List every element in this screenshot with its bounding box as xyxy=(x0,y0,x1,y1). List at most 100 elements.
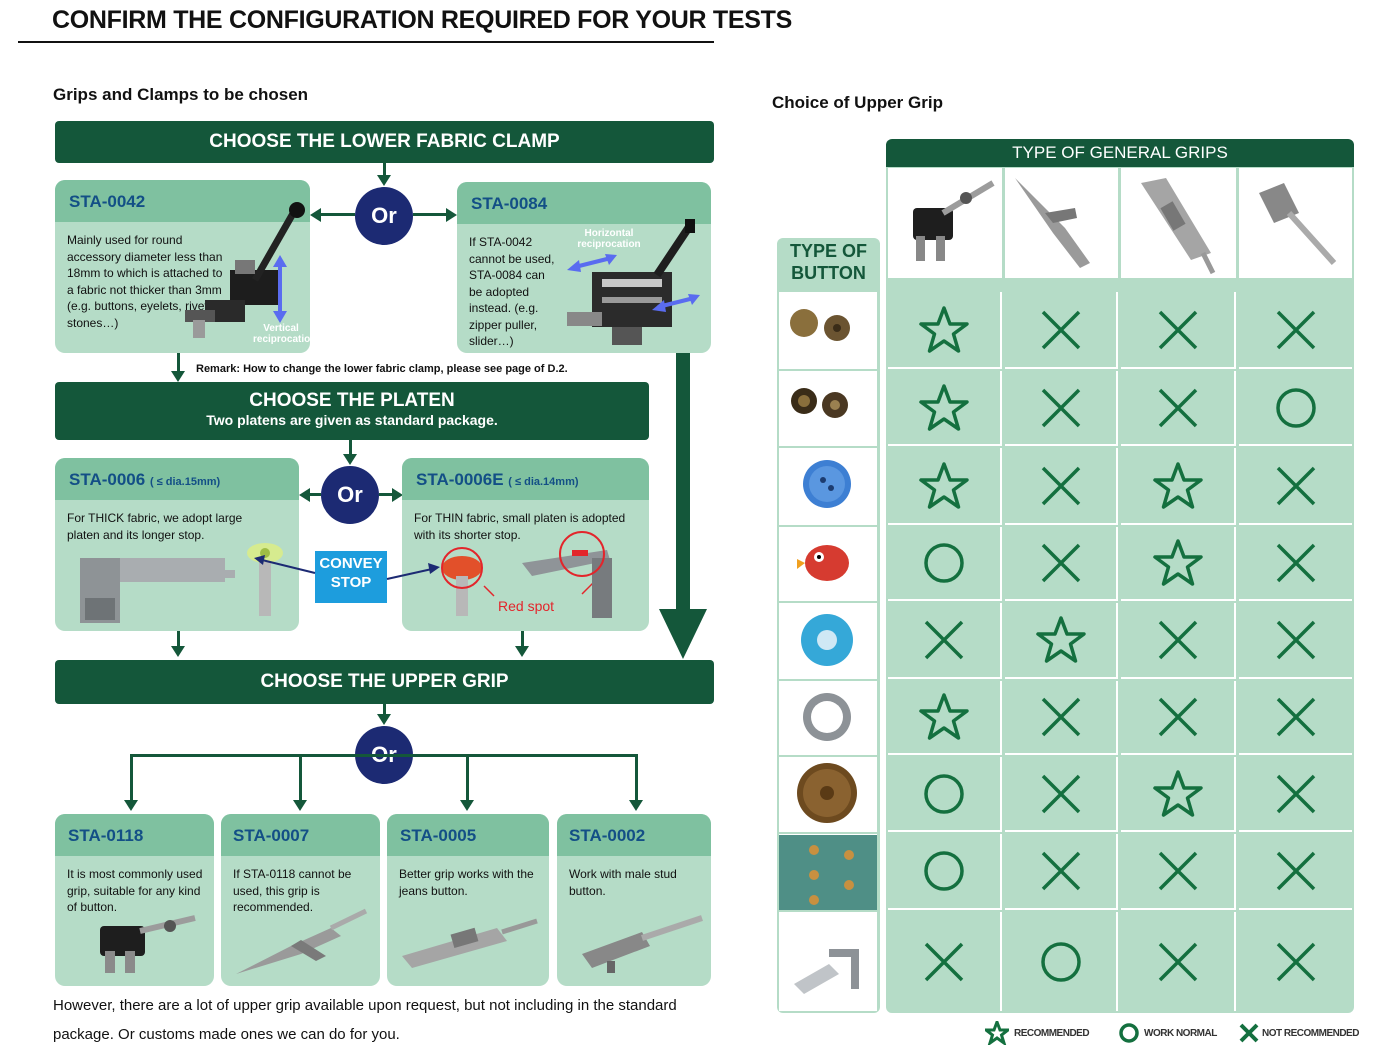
connector xyxy=(466,754,469,800)
matrix-cell xyxy=(1121,292,1236,369)
button-cell-eyelet-strip xyxy=(779,834,877,910)
card-text: Work with male stud button. xyxy=(569,867,677,898)
cross-icon xyxy=(1276,942,1315,981)
matrix-cell xyxy=(1005,527,1118,601)
cross-icon xyxy=(1041,388,1080,427)
card-text: Mainly used for round accessory diameter… xyxy=(67,233,223,330)
cross-icon xyxy=(1158,851,1197,891)
matrix-cell xyxy=(888,292,1002,369)
cross-icon xyxy=(1158,620,1197,660)
grip-sta-0118-thumb xyxy=(888,168,1002,278)
arrow-down-icon xyxy=(515,646,529,657)
connector xyxy=(177,353,180,373)
connector xyxy=(349,440,352,456)
card-sta-0007: STA-0007 If STA-0118 cannot be used, thi… xyxy=(221,814,380,986)
or-badge: Or xyxy=(321,466,379,524)
matrix-cell xyxy=(1005,603,1118,679)
button-type-header: TYPE OF BUTTON xyxy=(789,241,867,283)
remark-text: Remark: How to change the lower fabric c… xyxy=(196,363,568,375)
arrow-right-icon xyxy=(392,488,403,502)
circle-icon xyxy=(1040,941,1081,982)
matrix-cell xyxy=(1005,292,1118,369)
matrix-cell xyxy=(1121,912,1236,1011)
cross-icon xyxy=(1041,697,1080,737)
matrix-cell xyxy=(1239,292,1352,369)
connector xyxy=(676,353,690,611)
circle-icon xyxy=(924,851,964,891)
grip-sta-0007-thumb xyxy=(1005,168,1118,278)
horizontal-reciprocation-label: Horizontal reciprocation xyxy=(577,228,641,250)
right-subtitle: Choice of Upper Grip xyxy=(772,93,943,112)
lower-clamp-bar: CHOOSE THE LOWER FABRIC CLAMP xyxy=(55,121,714,163)
connector xyxy=(307,493,321,496)
red-bird-button-icon xyxy=(797,545,849,581)
platen-small-image xyxy=(441,531,612,618)
card-sta-0042: STA-0042 Mainly used for round accessory… xyxy=(55,180,310,353)
cross-icon xyxy=(1276,774,1315,813)
circle-icon xyxy=(924,773,964,814)
matrix-cell xyxy=(1121,448,1236,525)
card-sta-0084: STA-0084 If STA-0042 cannot be used, STA… xyxy=(457,182,711,353)
matrix-cell xyxy=(1239,834,1352,910)
button-cell-zipper-stop xyxy=(779,912,877,1011)
cross-icon xyxy=(1158,388,1197,427)
big-arrow-down-icon xyxy=(659,609,707,659)
card-sta-0002: STA-0002 Work with male stud button. xyxy=(557,814,711,986)
circle-icon xyxy=(1119,1023,1139,1043)
press-stud-icon xyxy=(791,388,848,418)
arrow-left-icon xyxy=(299,488,310,502)
matrix-cell xyxy=(1121,681,1236,755)
arrow-down-icon xyxy=(171,646,185,657)
legend-recommended: RECOMMENDED xyxy=(1014,1028,1090,1039)
connector xyxy=(383,704,386,716)
star-icon xyxy=(1035,616,1086,663)
button-cell-jeans-button xyxy=(779,757,877,832)
or-badge: Or xyxy=(355,187,413,245)
star-icon xyxy=(1152,539,1203,586)
page-title: CONFIRM THE CONFIGURATION REQUIRED FOR Y… xyxy=(52,6,792,34)
convey-stop-pointer-icon xyxy=(254,555,440,580)
star-icon xyxy=(1152,769,1203,817)
matrix-cell xyxy=(1121,527,1236,601)
matrix-cell xyxy=(888,757,1002,832)
button-cell-blue-sewing-button xyxy=(779,448,877,525)
cross-icon xyxy=(1276,310,1315,349)
matrix-cell xyxy=(1005,757,1118,832)
connector xyxy=(413,213,447,216)
matrix-cell xyxy=(1239,757,1352,832)
card-sta-0118: STA-0118 It is most commonly used grip, … xyxy=(55,814,214,986)
card-sta-0006: STA-0006 ( ≤ dia.15mm) For THICK fabric,… xyxy=(55,458,299,631)
connector xyxy=(383,163,386,177)
vertical-arrow-icon xyxy=(273,255,287,323)
star-icon xyxy=(919,383,969,431)
left-subtitle: Grips and Clamps to be chosen xyxy=(53,85,309,104)
arrow-down-icon xyxy=(629,800,643,811)
card-code: STA-0084 xyxy=(457,182,711,224)
matrix-cell xyxy=(1239,527,1352,601)
star-icon xyxy=(919,693,969,740)
card-code: STA-0002 xyxy=(557,814,711,856)
red-spot-pointer-icon xyxy=(483,582,592,597)
matrix-cell xyxy=(1005,834,1118,910)
button-cell-red-bird-button xyxy=(779,527,877,601)
connector xyxy=(177,631,180,647)
card-code: STA-0042 xyxy=(55,180,310,222)
cross-icon xyxy=(1041,851,1080,891)
convey-stop-label: CONVEY STOP xyxy=(315,551,387,603)
upper-grip-bar: CHOOSE THE UPPER GRIP xyxy=(55,660,714,704)
jeans-button-icon xyxy=(797,763,857,823)
card-code: STA-0006 ( ≤ dia.15mm) xyxy=(55,458,299,500)
arrow-left-icon xyxy=(310,208,321,222)
matrix-cell xyxy=(888,834,1002,910)
cross-icon xyxy=(1158,942,1197,981)
star-icon xyxy=(1152,461,1203,509)
arrow-down-icon xyxy=(171,371,185,382)
matrix-cell xyxy=(888,371,1002,446)
connector xyxy=(130,754,638,757)
vise-clamp-image xyxy=(567,219,695,345)
matrix-cell xyxy=(888,912,1002,1011)
horizontal-arrow-icon xyxy=(567,254,617,272)
arrow-down-icon xyxy=(460,800,474,811)
matrix-cell xyxy=(1121,371,1236,446)
button-cell-press-stud xyxy=(779,371,877,446)
